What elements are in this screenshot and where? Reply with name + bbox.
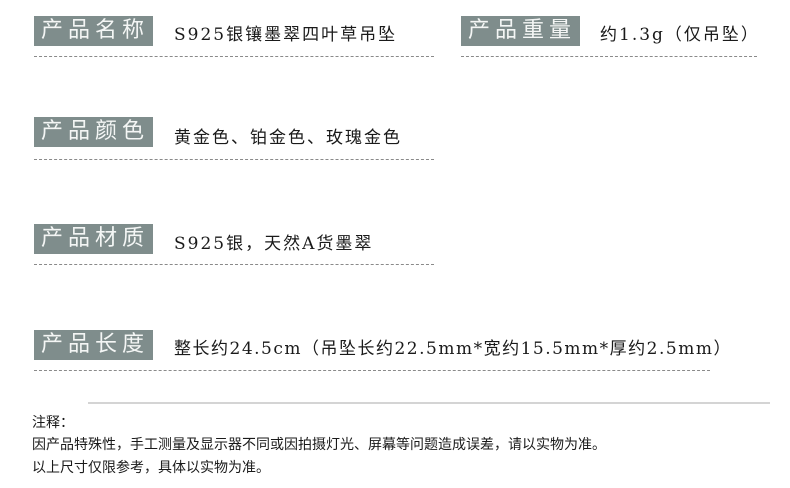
notes-line-1: 因产品特殊性，手工测量及显示器不同或因拍摄灯光、屏幕等问题造成误差，请以实物为准… bbox=[32, 437, 606, 453]
spec-label-product-length: 产品长度 bbox=[34, 330, 154, 360]
dashed-divider bbox=[34, 370, 710, 371]
spec-value-product-color: 黄金色、铂金色、玫瑰金色 bbox=[174, 128, 402, 148]
notes-title: 注释： bbox=[32, 415, 74, 431]
dashed-divider bbox=[34, 56, 434, 57]
spec-label-product-weight: 产品重量 bbox=[461, 16, 581, 46]
spec-label-product-name: 产品名称 bbox=[34, 16, 154, 46]
spec-label-product-color: 产品颜色 bbox=[34, 117, 154, 147]
spec-value-product-name: S925银镶墨翠四叶草吊坠 bbox=[174, 25, 398, 45]
spec-value-product-length: 整长约24.5cm（吊坠长约22.5mm*宽约15.5mm*厚约2.5mm） bbox=[174, 339, 732, 359]
dashed-divider bbox=[461, 56, 757, 57]
dashed-divider bbox=[34, 264, 434, 265]
dashed-divider bbox=[34, 159, 434, 160]
spec-value-product-material: S925银，天然A货墨翠 bbox=[174, 234, 374, 254]
spec-value-product-weight: 约1.3g（仅吊坠） bbox=[600, 25, 760, 45]
section-divider bbox=[88, 402, 770, 404]
spec-label-product-material: 产品材质 bbox=[34, 224, 154, 254]
notes-line-2: 以上尺寸仅限参考，具体以实物为准。 bbox=[32, 460, 270, 476]
